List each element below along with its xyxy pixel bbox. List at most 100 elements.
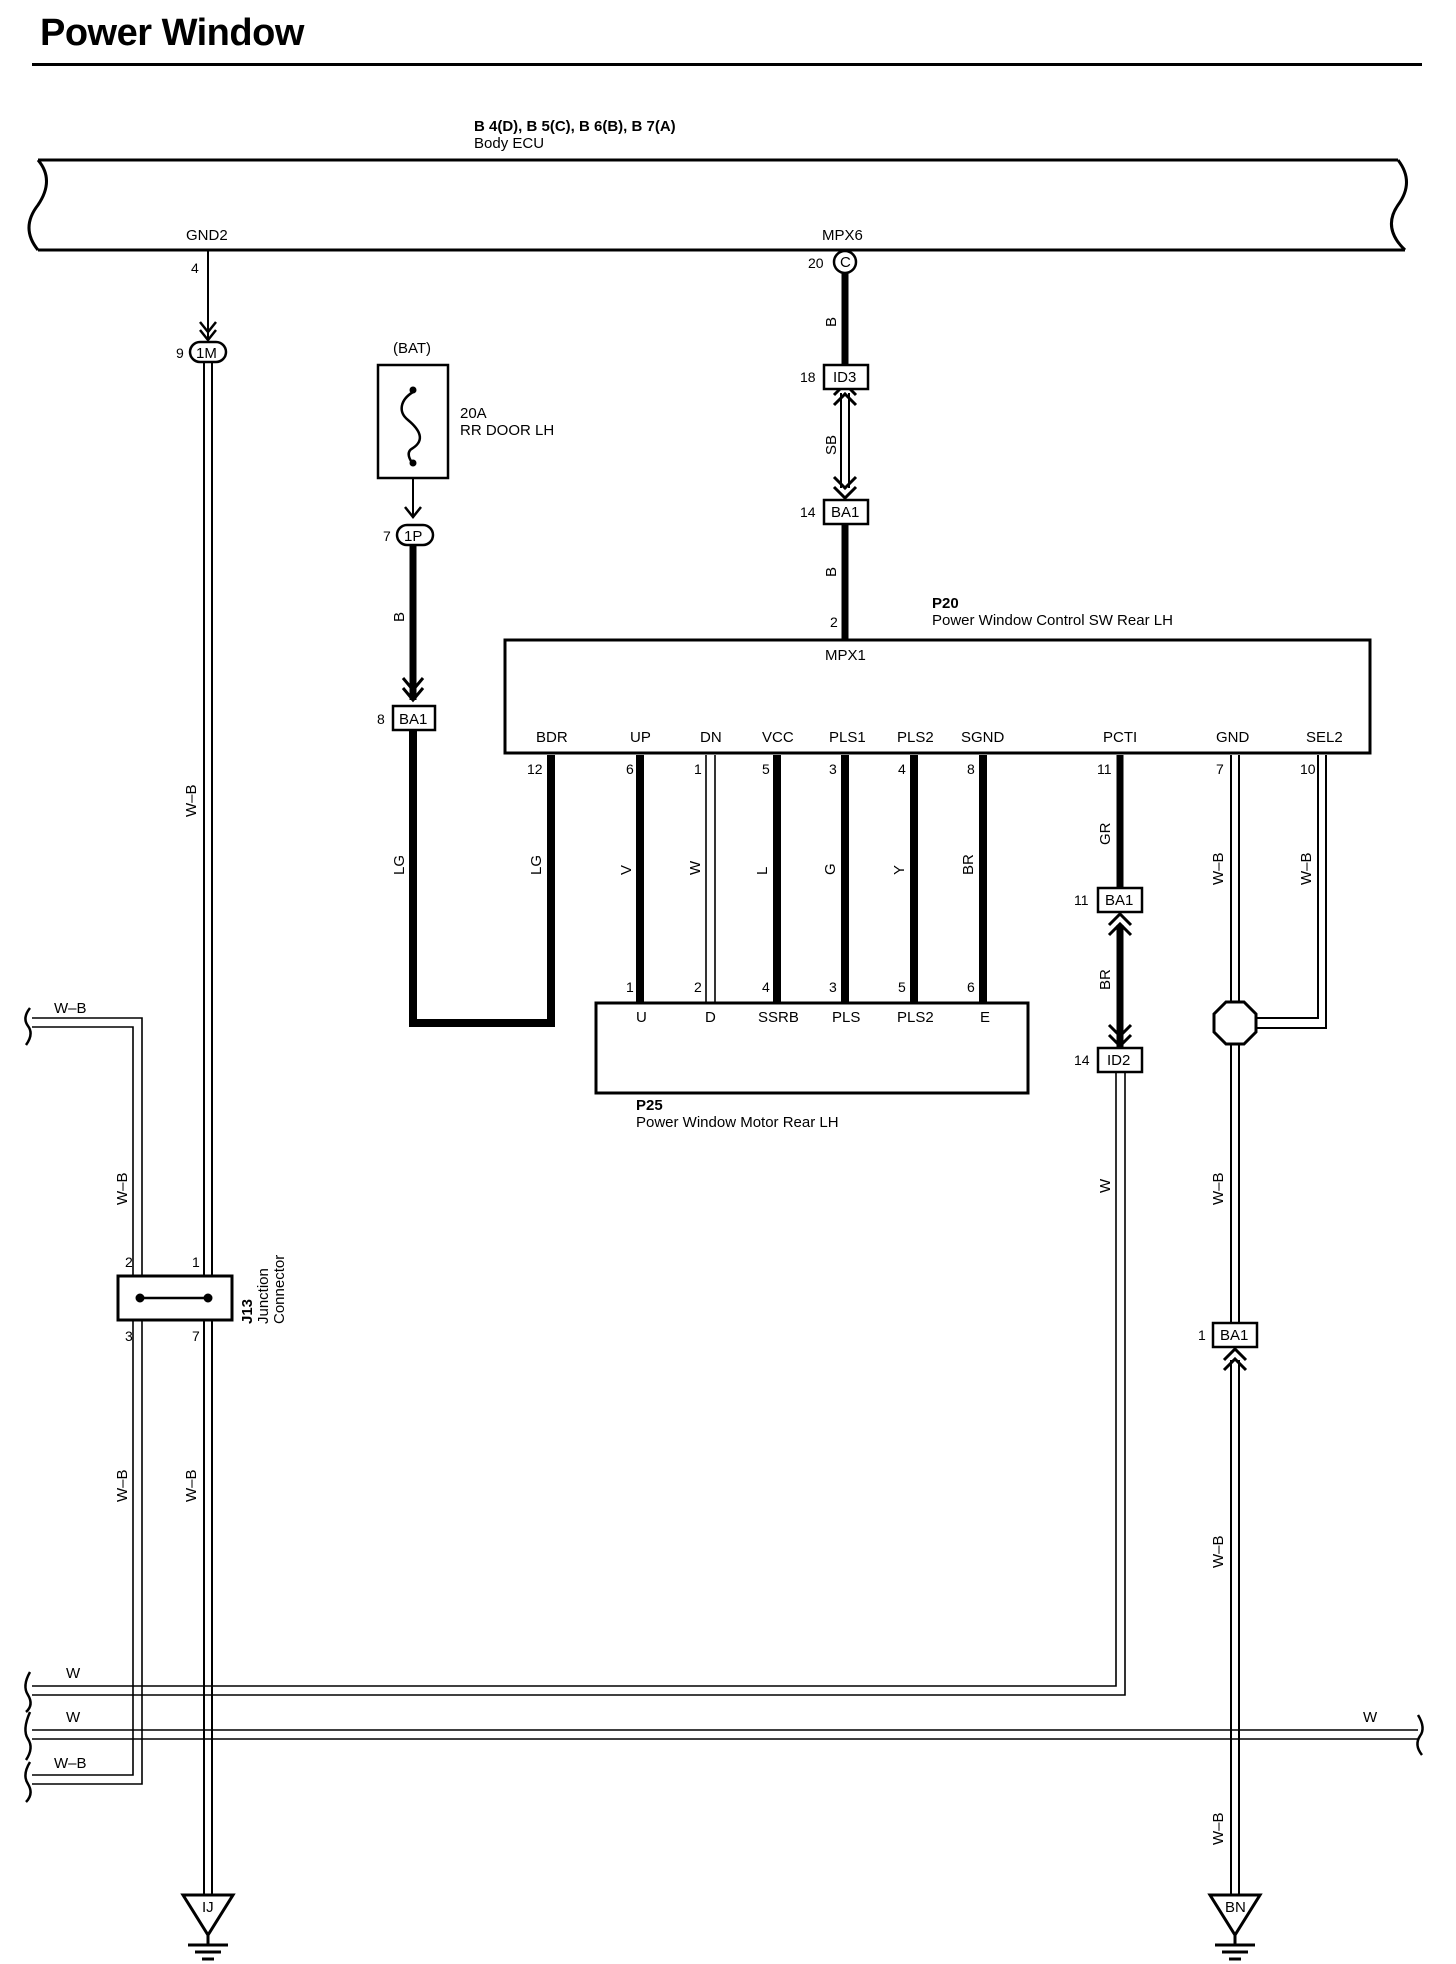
p20-pin-4: 4 — [898, 761, 906, 777]
p20-terminal-vcc: VCC — [762, 729, 794, 746]
connector-1p-pin: 7 — [383, 528, 391, 544]
p20-mpx-terminal: MPX1 — [825, 647, 866, 664]
wire-label-wb-sel2: W–B — [1298, 852, 1315, 885]
p25-terminal-pls: PLS — [832, 1009, 860, 1026]
fuse-element — [400, 390, 422, 465]
offpage-markers-left — [24, 1007, 32, 1803]
offpage-marker-right — [1416, 1714, 1424, 1756]
wire-label-b-fuse: B — [391, 612, 408, 622]
p20-terminal-pls2: PLS2 — [897, 729, 934, 746]
p25-pin-3: 3 — [829, 979, 837, 995]
body-ecu-connectors: B 4(D), B 5(C), B 6(B), B 7(A) — [474, 118, 676, 135]
p20-terminal-pls1: PLS1 — [829, 729, 866, 746]
wire-label-w-pcti: W — [1097, 1178, 1114, 1193]
p25-code: P25 — [636, 1097, 663, 1114]
ecu-pin-4: 4 — [191, 260, 199, 276]
arrow-1m — [199, 321, 217, 343]
wire-label-wb-gnd3: W–B — [1210, 1535, 1227, 1568]
wire-label-v: V — [618, 865, 635, 875]
fuse-name: RR DOOR LH — [460, 422, 554, 439]
p20-pin-1: 1 — [694, 761, 702, 777]
wire-label-br-sgnd: BR — [960, 854, 977, 875]
connector-id3-pin: 18 — [800, 369, 816, 385]
p25-terminal-u: U — [636, 1009, 647, 1026]
ground-bn-symbol — [1207, 1893, 1263, 1961]
wire-label-wb-gnd: W–B — [1210, 852, 1227, 885]
connector-1p-id: 1P — [404, 528, 422, 545]
p25-terminal-ssrb: SSRB — [758, 1009, 799, 1026]
ecu-terminal-gnd2: GND2 — [186, 227, 228, 244]
wire-wb-main — [203, 362, 213, 1895]
wire-label-b-top: B — [823, 317, 840, 327]
p20-terminal-sgnd: SGND — [961, 729, 1005, 746]
connector-ba1-1-id: BA1 — [1220, 1327, 1248, 1344]
connector-1m-pin: 9 — [176, 345, 184, 361]
p20-terminal-up: UP — [630, 729, 651, 746]
wire-label-lg2: LG — [528, 855, 545, 875]
body-ecu-block — [27, 158, 1408, 252]
connector-ba1-8-id: BA1 — [399, 711, 427, 728]
j13-pin-2: 2 — [125, 1254, 133, 1270]
p20-pin-8: 8 — [967, 761, 975, 777]
p25-pin-6: 6 — [967, 979, 975, 995]
connector-id2 — [1096, 1046, 1144, 1074]
wire-label-sb: SB — [823, 435, 840, 455]
wire-label-w-offpage-right: W — [1363, 1709, 1378, 1726]
p20-terminal-bdr: BDR — [536, 729, 568, 746]
connector-ba1-11-id: BA1 — [1105, 892, 1133, 909]
arrow-1p — [404, 506, 422, 520]
wire-w-through — [32, 1729, 1418, 1740]
p25-pin-2: 2 — [694, 979, 702, 995]
connector-ba1-14-id: BA1 — [831, 504, 859, 521]
wire-label-l: L — [754, 867, 771, 875]
ground-bn-label: BN — [1225, 1899, 1246, 1916]
p25-terminal-pls2: PLS2 — [897, 1009, 934, 1026]
ground-ij-label: IJ — [202, 1899, 214, 1916]
j13-pin-3: 3 — [125, 1328, 133, 1344]
wire-label-br-pcti: BR — [1097, 969, 1114, 990]
p20-terminal-gnd: GND — [1216, 729, 1250, 746]
arrow-ba1-8 — [401, 677, 425, 703]
wire-label-w-dn: W — [687, 860, 704, 875]
wire-w-dn — [705, 755, 716, 1003]
connector-ba1-8-pin: 8 — [377, 711, 385, 727]
connector-ba1-11 — [1096, 886, 1144, 914]
wire-label-w-offpage-1: W — [66, 1665, 81, 1682]
wire-label-wb-gnd2: W–B — [1210, 1172, 1227, 1205]
wire-label-wb-j13-2: W–B — [114, 1172, 131, 1205]
wire-label-wb-offpage-bottom: W–B — [54, 1755, 87, 1772]
connector-id2-pin: 14 — [1074, 1052, 1090, 1068]
connector-id2-id: ID2 — [1107, 1052, 1130, 1069]
connector-id3-id: ID3 — [833, 369, 856, 386]
ecu-terminal-mpx6: MPX6 — [822, 227, 863, 244]
wire-w-pcti — [32, 1073, 1126, 1696]
wire-sb — [840, 393, 850, 488]
splice-octagon — [1212, 1000, 1258, 1046]
p20-pin-11: 11 — [1097, 761, 1112, 777]
connector-ba1-8 — [391, 704, 437, 732]
wire-label-w-offpage-2: W — [66, 1709, 81, 1726]
body-ecu-name: Body ECU — [474, 135, 544, 152]
wire-lg-loop — [409, 730, 555, 1027]
p25-terminal-e: E — [980, 1009, 990, 1026]
p25-pin-1: 1 — [626, 979, 634, 995]
fuse-rating: 20A — [460, 405, 487, 422]
ground-ij-symbol — [180, 1893, 236, 1961]
p25-block — [594, 1001, 1030, 1095]
fuse-source: (BAT) — [393, 340, 431, 357]
connector-1p — [395, 523, 435, 547]
title-rule — [32, 63, 1422, 66]
p25-name: Power Window Motor Rear LH — [636, 1114, 839, 1131]
j13-line2: Connector — [271, 1255, 288, 1324]
connector-ba1-1-pin: 1 — [1198, 1327, 1206, 1343]
p20-name: Power Window Control SW Rear LH — [932, 612, 1173, 629]
p20-pin-3: 3 — [829, 761, 837, 777]
connector-ba1-14-pin: 14 — [800, 504, 816, 520]
connector-c-label: C — [840, 254, 851, 271]
connector-id3 — [822, 363, 870, 391]
p20-terminal-dn: DN — [700, 729, 722, 746]
j13-code: J13 — [239, 1299, 256, 1324]
wire-label-lg1: LG — [391, 855, 408, 875]
p20-terminal-pcti: PCTI — [1103, 729, 1137, 746]
